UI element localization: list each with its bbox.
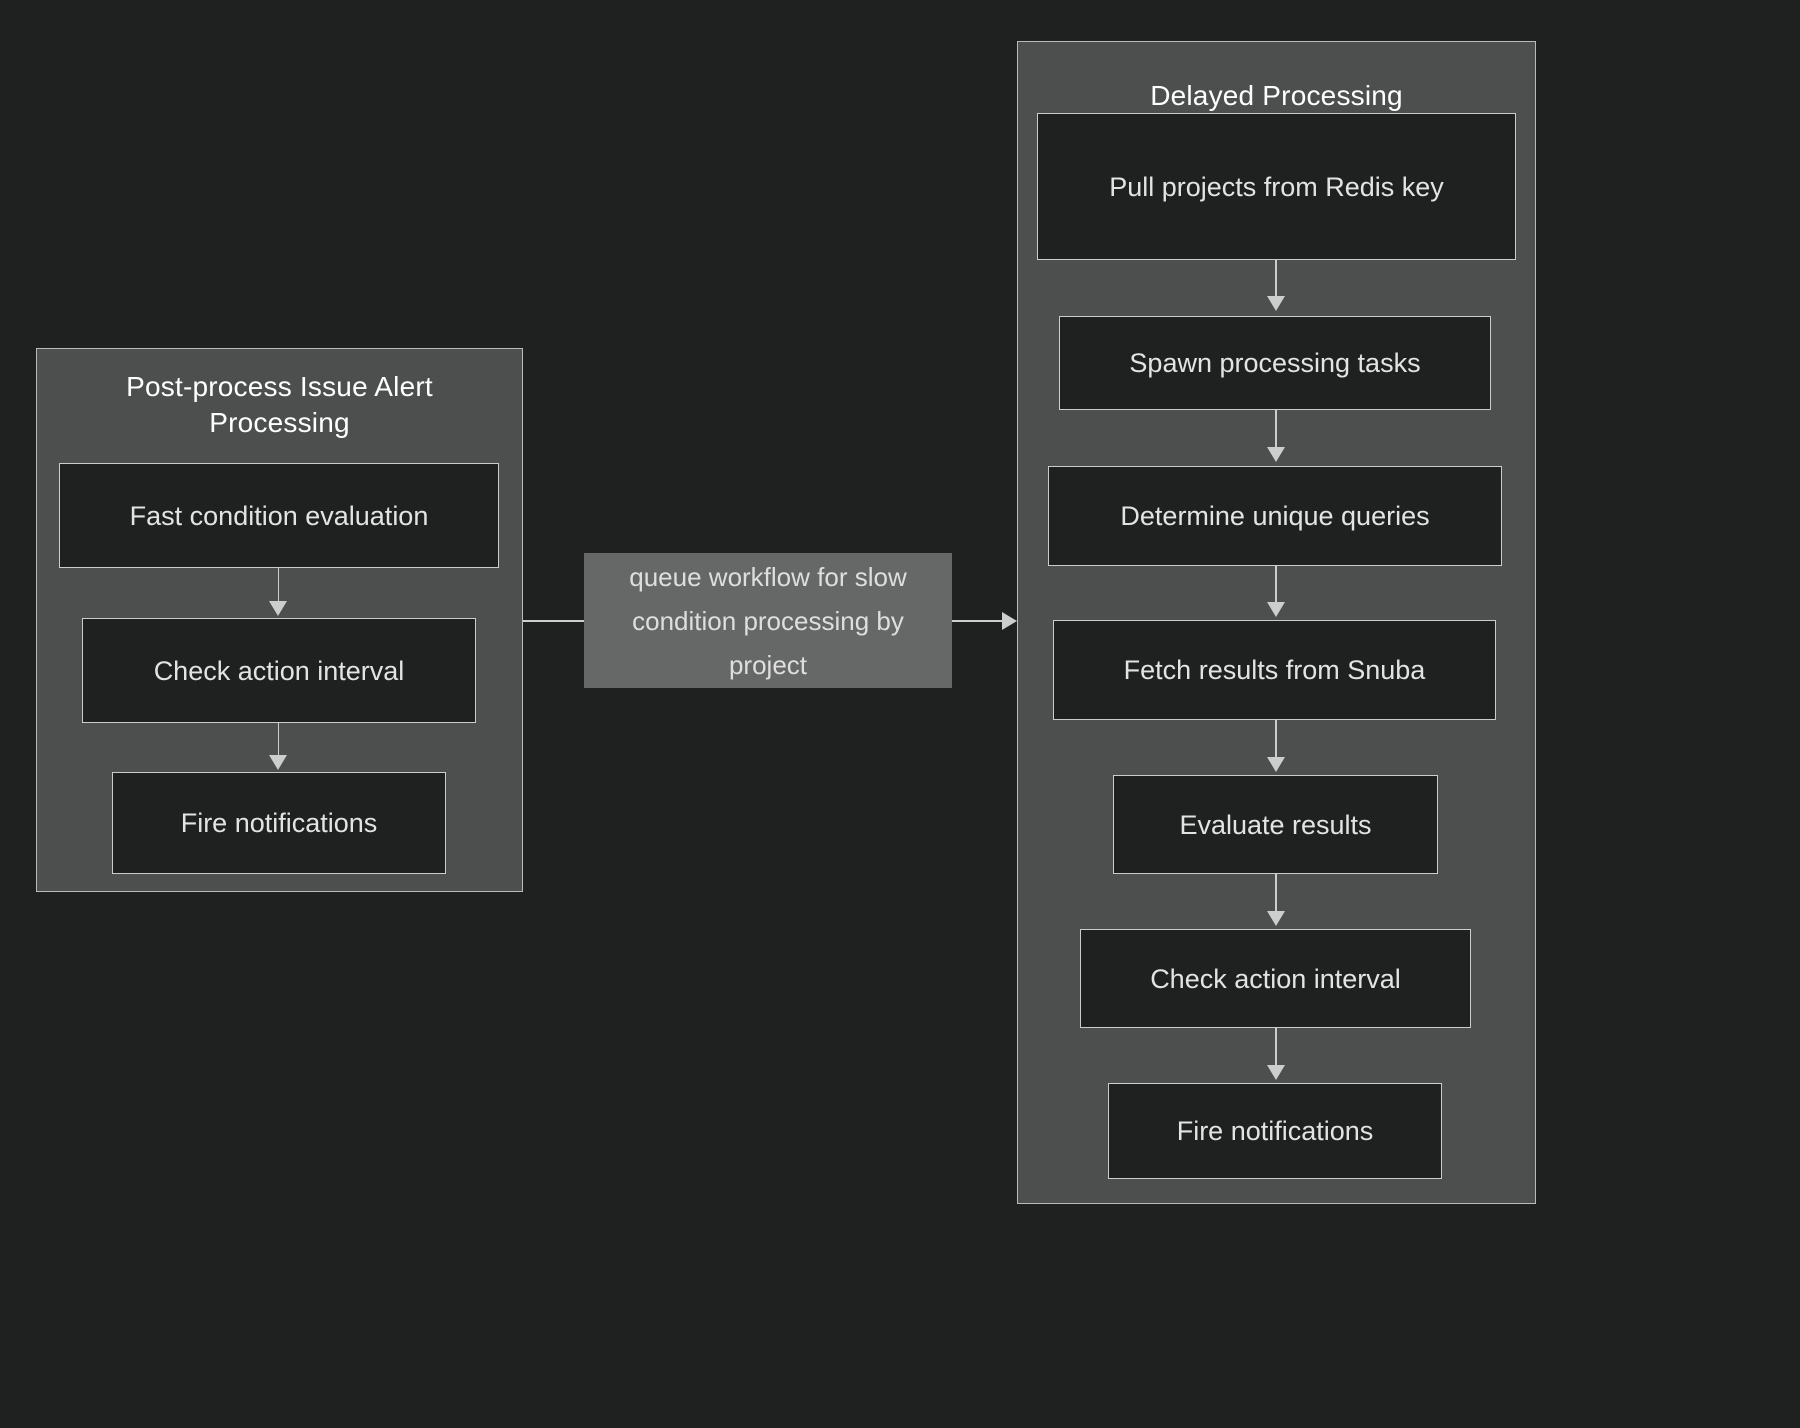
edge-queue-workflow-arrowhead	[1002, 612, 1017, 630]
node-pull-projects-from-redis-key[interactable]: Pull projects from Redis key	[1037, 113, 1516, 260]
subgraph-title-post-process: Post-process Issue Alert Processing	[126, 371, 433, 438]
node-fetch-results-from-snuba[interactable]: Fetch results from Snuba	[1053, 620, 1496, 720]
edge-spawn-to-determine-arrowhead	[1266, 447, 1285, 462]
edge-evaluate-to-check-line	[1275, 874, 1277, 912]
node-evaluate-results[interactable]: Evaluate results	[1113, 775, 1438, 874]
node-fire-notifications-right[interactable]: Fire notifications	[1108, 1083, 1442, 1179]
edge-fast-to-check-line	[277, 568, 280, 603]
edge-check-to-fire-right-line	[1275, 1028, 1277, 1066]
node-check-action-interval-left[interactable]: Check action interval	[82, 618, 476, 723]
edge-fast-to-check-arrowhead	[269, 601, 287, 616]
node-check-action-interval-right[interactable]: Check action interval	[1080, 929, 1471, 1028]
edge-check-to-fire-right-arrowhead	[1266, 1065, 1285, 1080]
edge-determine-to-fetch-arrowhead	[1266, 602, 1285, 617]
edge-evaluate-to-check-arrowhead	[1266, 911, 1285, 926]
node-spawn-processing-tasks[interactable]: Spawn processing tasks	[1059, 316, 1491, 410]
edge-label-queue-workflow: queue workflow for slow condition proces…	[584, 553, 952, 688]
node-determine-unique-queries[interactable]: Determine unique queries	[1048, 466, 1502, 566]
edge-check-to-fire-left-line	[277, 723, 280, 757]
node-fast-condition-evaluation[interactable]: Fast condition evaluation	[59, 463, 499, 568]
edge-fetch-to-evaluate-line	[1275, 720, 1277, 758]
edge-pull-to-spawn-line	[1275, 260, 1277, 298]
edge-spawn-to-determine-line	[1275, 410, 1277, 448]
edge-pull-to-spawn-arrowhead	[1266, 296, 1285, 311]
node-fire-notifications-left[interactable]: Fire notifications	[112, 772, 446, 874]
edge-determine-to-fetch-line	[1275, 566, 1277, 604]
edge-check-to-fire-left-arrowhead	[269, 755, 287, 770]
subgraph-title-delayed-processing: Delayed Processing	[1150, 80, 1403, 111]
edge-fetch-to-evaluate-arrowhead	[1266, 757, 1285, 772]
